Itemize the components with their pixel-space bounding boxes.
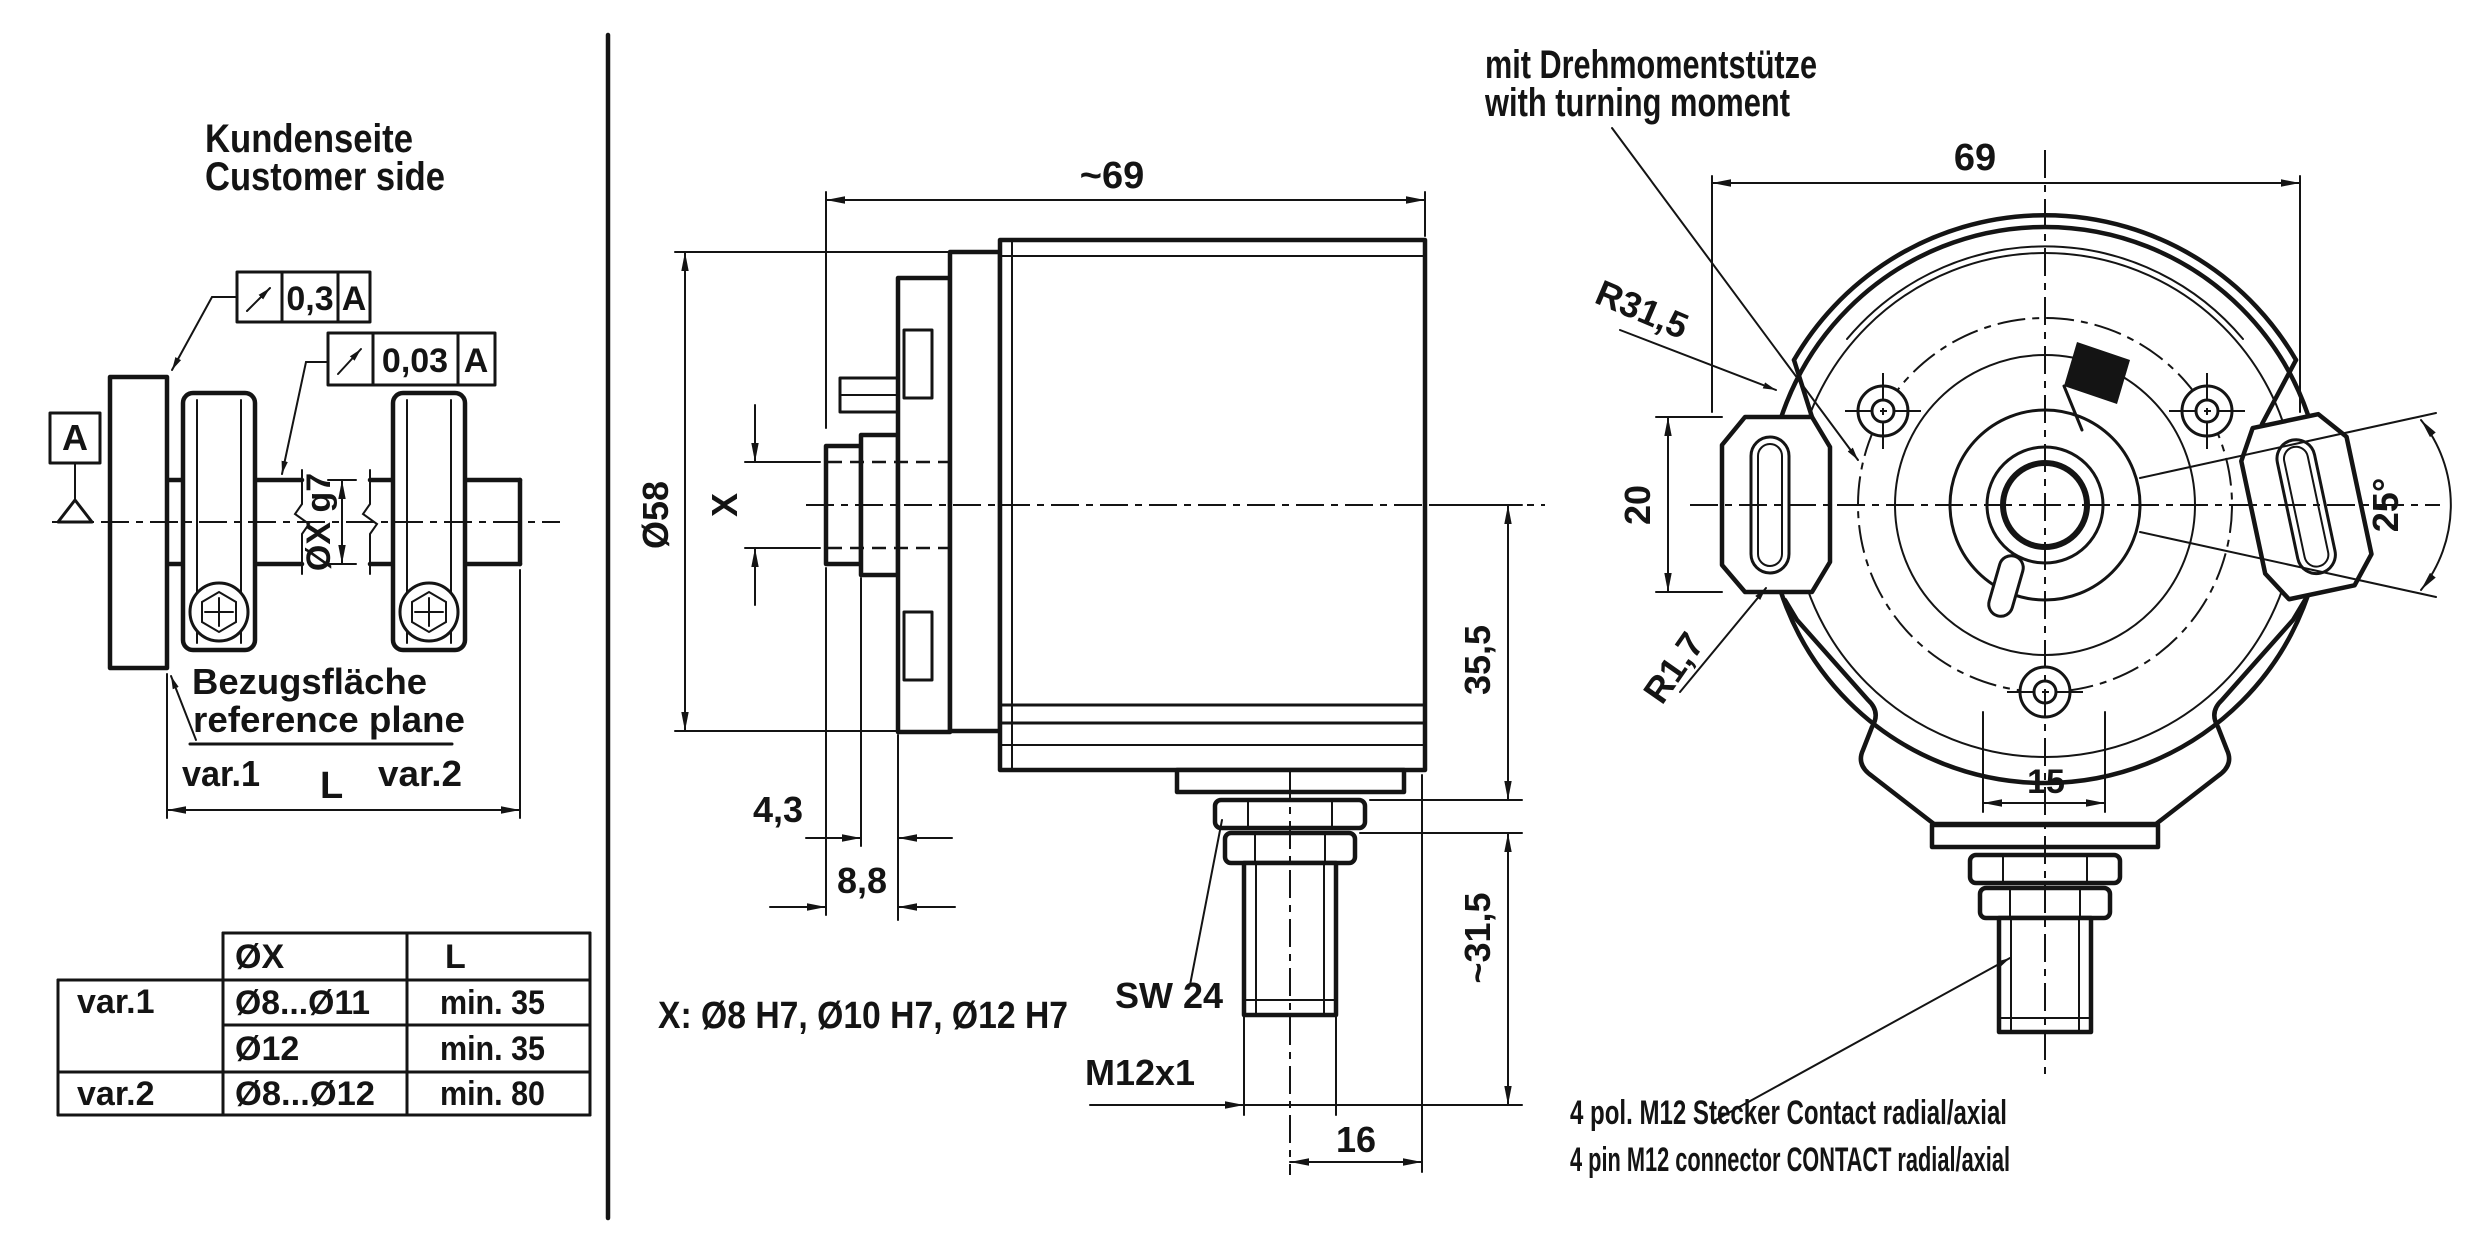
wrench-size-label: SW 24	[1115, 975, 1223, 1016]
break-line	[293, 469, 311, 575]
connector-note-en: 4 pin M12 connector CONTACT radial/axial	[1570, 1141, 2010, 1179]
torque-support-note-en: with turning moment	[1484, 81, 1790, 125]
dim-bore: X	[704, 404, 821, 606]
tolerance-datum: A	[464, 342, 489, 380]
datum-letter: A	[62, 417, 88, 458]
runout-symbol-icon	[337, 348, 362, 375]
table-cell-diameter: Ø8...Ø11	[235, 984, 370, 1022]
front-flange	[947, 249, 1003, 734]
torque-support-note: mit Drehmomentstütze with turning moment	[1484, 43, 1859, 461]
torque-support-band-inner	[1846, 245, 2244, 340]
datum-feature-a: A	[48, 411, 102, 524]
dim-body-radius: R31,5	[1590, 272, 1777, 391]
dim-connector-offset-label: 16	[1336, 1119, 1376, 1160]
dim-total-length: ~69	[825, 155, 1426, 429]
table-cell-variant: var.1	[77, 983, 155, 1021]
clamp-collar-2	[390, 390, 468, 653]
dim-stub-step: 4,3	[753, 577, 953, 921]
variant-table: ØX L var.1 Ø8...Ø11 min. 35 Ø12 min. 35 …	[56, 931, 592, 1117]
dim-total-length-label: ~69	[1080, 155, 1144, 197]
tolerance-leader	[281, 361, 329, 475]
reference-plane-note: Bezugsfläche reference plane	[170, 661, 465, 746]
clamp-lever	[1987, 554, 2025, 618]
variant2-label: var.2	[378, 753, 462, 794]
table-cell-diameter: Ø8...Ø12	[235, 1075, 375, 1113]
dim-body-diameter-label: Ø58	[635, 481, 676, 549]
dim-axis-to-flange-label: 35,5	[1457, 625, 1498, 695]
tolerance-value: 0,3	[286, 280, 333, 318]
datum-triangle-icon	[56, 498, 94, 524]
tolerance-leader	[171, 296, 238, 371]
torque-support-ear-right	[2239, 411, 2374, 602]
thread-callout: M12x1	[1085, 1014, 1523, 1116]
dim-swing-angle-label: 25°	[2365, 478, 2406, 532]
connector-note-de: 4 pol. M12 Stecker Contact radial/axial	[1570, 1094, 2007, 1132]
dim-bore-label: X	[704, 493, 745, 517]
dim-ear-height: 20	[1617, 416, 1723, 593]
dim-ear-height-label: 20	[1617, 485, 1658, 525]
dim-body-radius-label: R31,5	[1590, 272, 1694, 347]
dim-front-width-label: 69	[1954, 137, 1996, 179]
mounting-screw	[2169, 373, 2245, 449]
hex-socket-icon	[201, 590, 237, 634]
table-cell-length: min. 80	[440, 1075, 545, 1113]
reference-plane-en: reference plane	[193, 699, 465, 740]
tolerance-frame-runout-0-3: 0,3 A	[171, 270, 372, 371]
dim-swing-angle: 25°	[2139, 412, 2452, 598]
table-header-diameter: ØX	[235, 938, 284, 976]
dim-slot-radius: R1,7	[1635, 587, 1767, 711]
runout-symbol-icon	[246, 287, 271, 312]
encoder-front-view: mit Drehmomentstütze with turning moment…	[1484, 43, 2452, 1179]
clamp-slot	[902, 610, 934, 682]
table-cell-diameter: Ø12	[235, 1030, 299, 1068]
dim-stub-length: 8,8	[769, 567, 956, 916]
reference-plane-de: Bezugsfläche	[192, 661, 427, 702]
dim-stub-length-label: 8,8	[837, 860, 887, 901]
length-label: L	[320, 765, 343, 807]
tolerance-frame-runout-0-03: 0,03 A	[281, 331, 497, 475]
dim-connector-length: ~31,5	[1359, 832, 1523, 1106]
mounting-screw	[1845, 373, 1921, 449]
thread-label: M12x1	[1085, 1052, 1195, 1093]
customer-side-view: Kundenseite Customer side 0,3 A 0,03 A A	[48, 32, 611, 1221]
bore-tolerance-note: X: Ø8 H7, Ø10 H7, Ø12 H7	[658, 995, 1068, 1037]
dim-front-width: 69	[1711, 137, 2301, 413]
tolerance-value: 0,03	[382, 342, 448, 380]
dim-axis-to-flange: 35,5	[1369, 504, 1523, 801]
customer-side-title-de: Kundenseite	[205, 117, 413, 161]
tolerance-datum: A	[342, 280, 367, 318]
table-cell-length: min. 35	[440, 984, 545, 1022]
customer-side-title-en: Customer side	[205, 155, 445, 199]
break-line	[361, 469, 379, 575]
connector-note: 4 pol. M12 Stecker Contact radial/axial …	[1570, 957, 2011, 1179]
torque-support-note-de: mit Drehmomentstütze	[1485, 43, 1817, 87]
table-header-length: L	[445, 938, 466, 976]
dim-connector-square: 15	[1982, 711, 2106, 813]
clamp-slot	[902, 328, 934, 400]
hex-socket-icon	[411, 590, 447, 634]
dim-length-l: var.1 L var.2	[166, 569, 521, 819]
dim-stub-step-label: 4,3	[753, 789, 803, 830]
dim-connector-square-label: 15	[2027, 763, 2065, 801]
clamp-screw-wedge	[2064, 342, 2130, 404]
table-cell-variant: var.2	[77, 1075, 155, 1113]
dim-body-diameter: Ø58	[635, 251, 963, 732]
dim-connector-length-label: ~31,5	[1457, 892, 1498, 983]
variant1-label: var.1	[182, 753, 260, 794]
encoder-side-view: ~69 Ø58 X 4,3 8,8	[635, 155, 1545, 1175]
dim-connector-offset: 16	[1289, 774, 1423, 1173]
wrench-size-callout: SW 24	[1115, 819, 1223, 1016]
table-cell-length: min. 35	[440, 1030, 545, 1068]
